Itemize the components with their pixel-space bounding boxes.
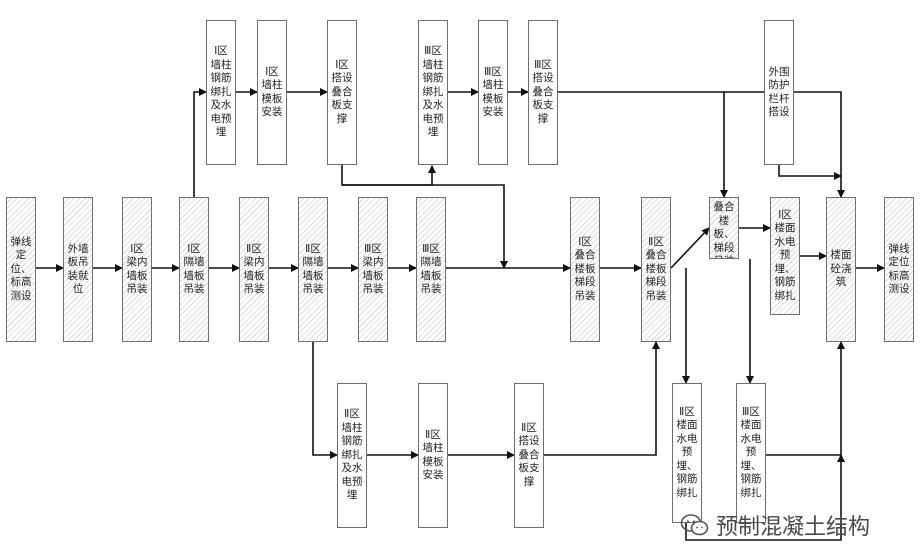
connector-n4-to-t1 bbox=[193, 88, 207, 197]
watermark-text: 预制混凝土结构 bbox=[716, 515, 871, 540]
process-node-t6: Ⅲ区搭设叠合板支撑 bbox=[528, 20, 558, 165]
process-node-t5: Ⅲ区墙柱模板安装 bbox=[478, 20, 508, 165]
connector-n6-to-b1 bbox=[312, 342, 338, 459]
process-node-t7: 外围防护栏杆搭设 bbox=[764, 20, 794, 165]
process-node-b2: Ⅱ区墙柱模板安装 bbox=[418, 383, 448, 528]
process-node-t1: Ⅰ区墙柱钢筋绑扎及水电预埋 bbox=[206, 20, 236, 165]
node-label: Ⅰ区楼面水电预埋、钢筋绑扎 bbox=[774, 208, 796, 302]
node-label: Ⅱ区墙柱模板安装 bbox=[422, 428, 444, 482]
node-label: 弹线定位标高测设 bbox=[888, 242, 910, 296]
wechat-logo-icon bbox=[680, 514, 709, 536]
node-label: Ⅰ区梁内墙板吊装 bbox=[126, 242, 148, 296]
node-label: Ⅲ区梁内墙板吊装 bbox=[362, 242, 384, 296]
process-node-n1: 弹线定位、标高测设 bbox=[6, 197, 36, 342]
process-node-t3: Ⅰ区搭设叠合板支撑 bbox=[327, 20, 357, 165]
connector-n10-to-n11 bbox=[670, 227, 710, 269]
process-node-t2: Ⅰ区墙柱模板安装 bbox=[257, 20, 287, 165]
node-label: Ⅰ区墙柱钢筋绑扎及水电预埋 bbox=[210, 45, 232, 139]
process-node-b4: Ⅱ区楼面水电预埋、钢筋绑扎 bbox=[672, 383, 702, 523]
node-label: Ⅰ区墙柱模板安装 bbox=[261, 65, 283, 119]
connector-b5-to-n13 bbox=[766, 341, 845, 456]
process-node-t4: Ⅲ区墙柱钢筋绑扎及水电预埋 bbox=[418, 20, 448, 165]
node-label: 楼面砼浇筑 bbox=[830, 249, 852, 289]
node-label: Ⅱ区梁内墙板吊装 bbox=[243, 242, 265, 296]
process-node-n2: 外墙板吊装就位 bbox=[63, 197, 93, 342]
connector-b3-to-n10 bbox=[544, 341, 660, 456]
process-node-n11: Ⅲ区叠合楼板、梯段吊装 bbox=[709, 197, 739, 259]
connector-t7-to-n13 bbox=[778, 165, 842, 180]
node-label: Ⅱ区楼面水电预埋、钢筋绑扎 bbox=[676, 405, 698, 499]
node-label: Ⅱ区隔墙墙板吊装 bbox=[302, 242, 324, 296]
node-label: 外墙板吊装就位 bbox=[67, 242, 89, 296]
process-node-n4: Ⅰ区隔墙墙板吊装 bbox=[179, 197, 209, 342]
node-label: Ⅲ区隔墙墙板吊装 bbox=[420, 242, 442, 296]
node-label: Ⅲ区楼面水电预埋、钢筋绑扎 bbox=[740, 405, 762, 499]
process-node-b1: Ⅱ区墙柱钢筋绑扎及水电预埋 bbox=[337, 383, 367, 528]
node-label: Ⅱ区搭设叠合板支撑 bbox=[518, 421, 540, 488]
node-label: Ⅱ区叠合楼板梯段吊装 bbox=[645, 235, 667, 302]
watermark: 预制混凝土结构 bbox=[680, 510, 870, 540]
node-label: Ⅲ区墙柱钢筋绑扎及水电预埋 bbox=[422, 45, 444, 139]
node-label: Ⅲ区叠合楼板、梯段吊装 bbox=[713, 198, 735, 258]
connector-t3-to-n9 bbox=[342, 184, 508, 269]
process-node-n6: Ⅱ区隔墙墙板吊装 bbox=[298, 197, 328, 342]
process-node-n7: Ⅲ区梁内墙板吊装 bbox=[358, 197, 388, 342]
node-label: Ⅱ区墙柱钢筋绑扎及水电预埋 bbox=[341, 408, 363, 502]
process-node-n9: Ⅰ区叠合楼板梯段吊装 bbox=[570, 197, 600, 342]
connector-t6-to-n11 bbox=[558, 91, 728, 198]
process-node-n3: Ⅰ区梁内墙板吊装 bbox=[122, 197, 152, 342]
node-label: Ⅰ区叠合楼板梯段吊装 bbox=[574, 235, 596, 302]
process-node-n10: Ⅱ区叠合楼板梯段吊装 bbox=[641, 197, 671, 342]
node-label: Ⅲ区墙柱模板安装 bbox=[482, 65, 504, 119]
node-label: 外围防护栏杆搭设 bbox=[768, 65, 790, 119]
process-node-n8: Ⅲ区隔墙墙板吊装 bbox=[416, 197, 446, 342]
node-label: Ⅲ区搭设叠合板支撑 bbox=[532, 58, 554, 125]
node-label: 弹线定位、标高测设 bbox=[10, 235, 32, 302]
node-label: Ⅰ区搭设叠合板支撑 bbox=[331, 58, 353, 125]
process-node-n13: 楼面砼浇筑 bbox=[826, 197, 856, 342]
connector-t6-to-n13 bbox=[724, 91, 845, 198]
process-node-b5: Ⅲ区楼面水电预埋、钢筋绑扎 bbox=[736, 383, 766, 523]
connector-t3-to-n8 bbox=[341, 165, 436, 186]
process-node-n14: 弹线定位标高测设 bbox=[884, 197, 914, 342]
process-node-n12: Ⅰ区楼面水电预埋、钢筋绑扎 bbox=[770, 197, 800, 315]
process-node-n5: Ⅱ区梁内墙板吊装 bbox=[239, 197, 269, 342]
process-node-b3: Ⅱ区搭设叠合板支撑 bbox=[514, 383, 544, 528]
connector-b4-to-n13 bbox=[685, 454, 845, 541]
node-label: Ⅰ区隔墙墙板吊装 bbox=[183, 242, 205, 296]
